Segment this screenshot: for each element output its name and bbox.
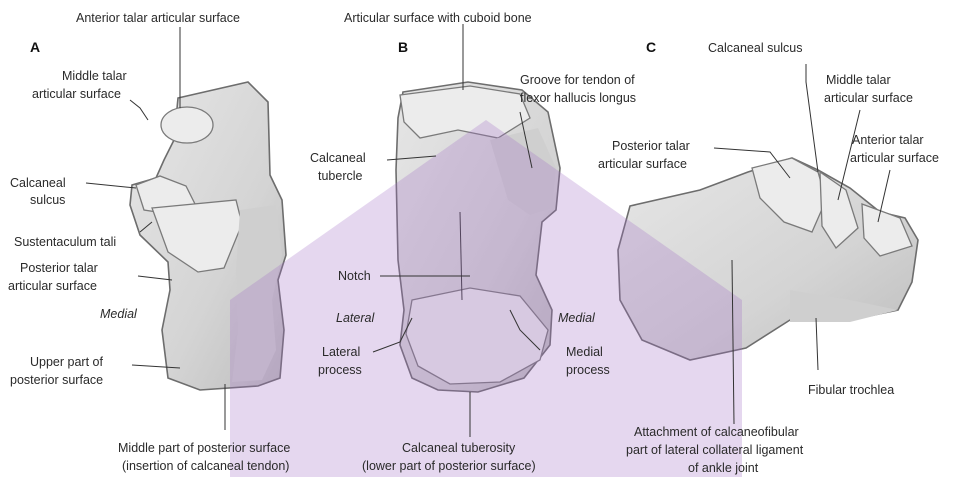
label-a-upper-posterior-line2: posterior surface xyxy=(10,373,103,387)
label-b-tubercle-line2: tubercle xyxy=(318,169,363,183)
label-c-posterior-talar-line2: articular surface xyxy=(598,157,687,171)
label-b-notch: Notch xyxy=(338,269,371,283)
label-b-lateral: Lateral xyxy=(336,311,375,325)
label-c-calcaneal-sulcus: Calcaneal sulcus xyxy=(708,41,803,55)
label-c-posterior-talar-line1: Posterior talar xyxy=(612,139,690,153)
panel-letter-c: C xyxy=(646,39,656,55)
label-a-calcaneal-sulcus-line1: Calcaneal xyxy=(10,176,66,190)
label-b-groove-line1: Groove for tendon of xyxy=(520,73,635,87)
label-c-middle-talar-line2: articular surface xyxy=(824,91,913,105)
label-b-lateral-process-line1: Lateral xyxy=(322,345,360,359)
label-b-tuberosity-line1: Calcaneal tuberosity xyxy=(402,441,516,455)
label-a-middle-posterior-line2: (insertion of calcaneal tendon) xyxy=(122,459,289,473)
label-a-posterior-talar-line1: Posterior talar xyxy=(20,261,98,275)
panel-letter-a: A xyxy=(30,39,40,55)
label-b-tubercle-line1: Calcaneal xyxy=(310,151,366,165)
panel-letter-b: B xyxy=(398,39,408,55)
label-a-middle-talar-line1: Middle talar xyxy=(62,69,127,83)
label-c-attachment-line2: part of lateral collateral ligament xyxy=(626,443,804,457)
label-c-anterior-talar-line1: Anterior talar xyxy=(852,133,924,147)
label-c-attachment-line3: of ankle joint xyxy=(688,461,759,475)
b-cuboid-facet xyxy=(400,86,530,138)
label-c-anterior-talar-line2: articular surface xyxy=(850,151,939,165)
label-a-calcaneal-sulcus-line2: sulcus xyxy=(30,193,65,207)
label-b-medial-process-line1: Medial xyxy=(566,345,603,359)
label-a-anterior-talar: Anterior talar articular surface xyxy=(76,11,240,25)
label-c-attachment-line1: Attachment of calcaneofibular xyxy=(634,425,799,439)
label-c-fibular-trochlea: Fibular trochlea xyxy=(808,383,894,397)
label-a-upper-posterior-line1: Upper part of xyxy=(30,355,103,369)
label-a-posterior-talar-line2: articular surface xyxy=(8,279,97,293)
label-a-sustentaculum: Sustentaculum tali xyxy=(14,235,116,249)
label-a-middle-talar-line2: articular surface xyxy=(32,87,121,101)
label-b-tuberosity-line2: (lower part of posterior surface) xyxy=(362,459,536,473)
label-b-lateral-process-line2: process xyxy=(318,363,362,377)
label-a-medial: Medial xyxy=(100,307,138,321)
watermark-mark xyxy=(230,120,742,477)
a-middle-talar-facet xyxy=(161,107,213,143)
label-b-medial-process-line2: process xyxy=(566,363,610,377)
label-b-cuboid-surface: Articular surface with cuboid bone xyxy=(344,11,532,25)
label-c-middle-talar-line1: Middle talar xyxy=(826,73,891,87)
label-b-medial: Medial xyxy=(558,311,596,325)
label-a-middle-posterior-line1: Middle part of posterior surface xyxy=(118,441,290,455)
label-b-groove-line2: flexor hallucis longus xyxy=(520,91,636,105)
